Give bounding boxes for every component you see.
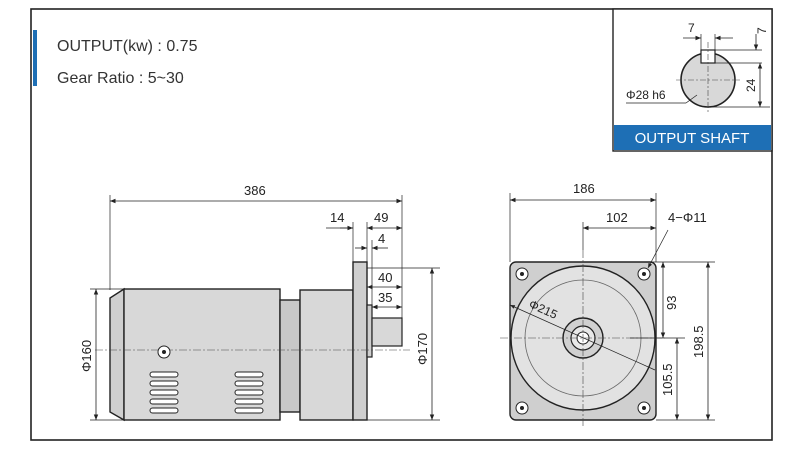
output-shaft-inset: OUTPUT SHAFT 7 7 24 Φ28 h6 — [612, 8, 773, 152]
shaft-diameter-dim: Φ28 h6 — [626, 88, 666, 102]
flange-thickness-dim: 14 — [330, 210, 344, 225]
half-width-dim: 102 — [606, 210, 628, 225]
lower-height-dim: 105.5 — [660, 363, 675, 396]
gear-ratio-spec: Gear Ratio : 5~30 — [57, 70, 184, 87]
gearbox-body — [299, 289, 354, 421]
gap-dim: 4 — [378, 231, 385, 246]
front-width-dim: 186 — [573, 181, 595, 196]
overall-length-dim: 386 — [244, 183, 266, 198]
key-length-dim: 35 — [378, 290, 392, 305]
total-height-dim: 198.5 — [691, 325, 706, 358]
output-shaft-caption: OUTPUT SHAFT — [635, 130, 750, 147]
output-spec: OUTPUT(kw) : 0.75 — [57, 38, 198, 55]
outer-frame — [30, 8, 773, 441]
motor-diameter-dim: Φ160 — [79, 340, 94, 372]
output-shaft — [371, 317, 403, 347]
flange — [352, 261, 368, 421]
shaft-total-dim: 49 — [374, 210, 388, 225]
shaft-height-dim: 24 — [744, 78, 758, 92]
key-width-dim: 7 — [688, 21, 695, 35]
upper-height-dim: 93 — [664, 296, 679, 310]
flange-pilot-diameter-dim: Φ170 — [415, 333, 430, 365]
front-view: Φ215 186 102 4−Φ11 93 198.5 105.5 — [500, 181, 715, 428]
spec-accent-bar — [33, 30, 37, 86]
side-view: 386 14 49 4 40 35 Φ160 Φ170 — [79, 183, 440, 422]
shaft-length-dim: 40 — [378, 270, 392, 285]
output-shaft-caption-bg — [614, 125, 771, 150]
bolt-holes-dim: 4−Φ11 — [668, 210, 707, 225]
motor-body — [123, 288, 281, 421]
key-depth-dim: 7 — [755, 27, 769, 34]
